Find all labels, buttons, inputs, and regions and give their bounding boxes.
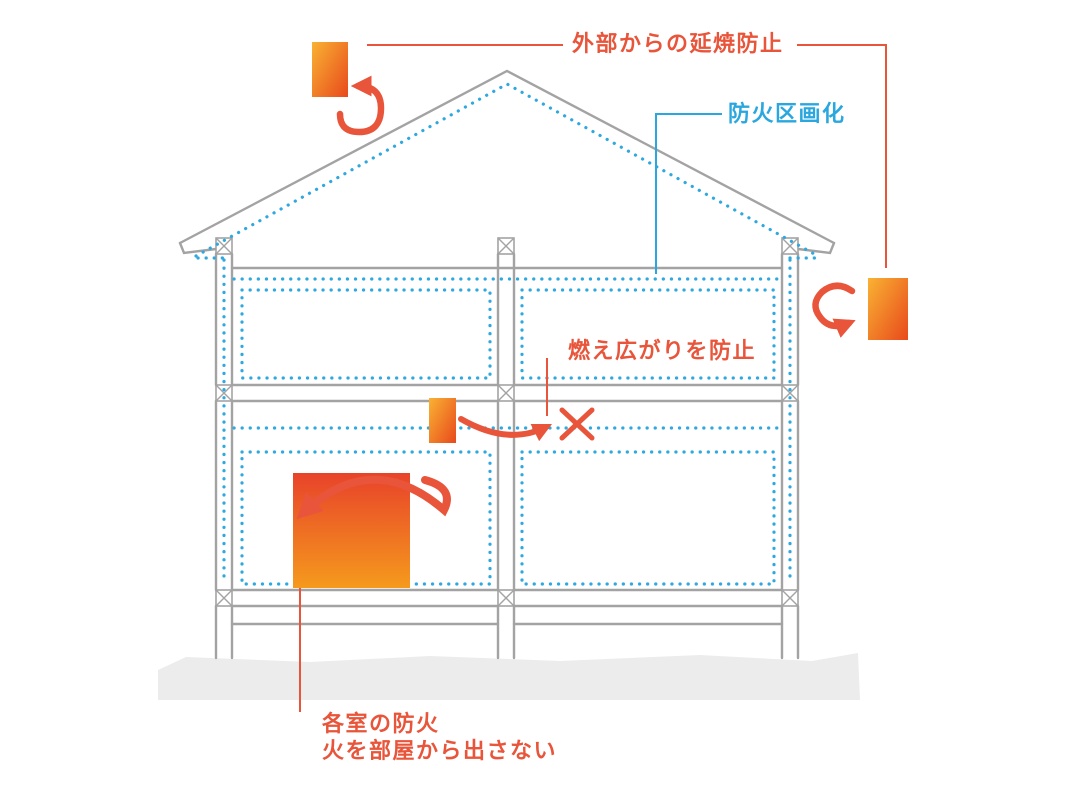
label-spread-prevention: 燃え広がりを防止	[568, 339, 757, 364]
leader-compartment	[655, 113, 722, 274]
swirl-arrow-room-icon	[296, 475, 451, 520]
fire-icon-room	[293, 473, 410, 588]
fire-compartment-dotted-lines	[194, 82, 820, 586]
ground	[158, 653, 860, 700]
swirl-arrow-roof-icon	[336, 75, 385, 136]
first-floor	[230, 588, 784, 608]
center-wall	[496, 252, 516, 592]
roof-outline	[178, 69, 836, 245]
swirl-arrow-wall-icon	[812, 282, 856, 338]
right-eave	[796, 241, 836, 255]
leader-lines	[299, 44, 887, 712]
label-room-fire-prevention: 各室の防火 火を部屋から出さない	[322, 711, 557, 765]
fire-icon-roof-exterior	[312, 42, 348, 97]
left-eave	[178, 241, 218, 255]
foundation-footings	[214, 604, 800, 660]
room-boundary-1f-right	[520, 450, 776, 586]
fire-arrows	[296, 75, 856, 520]
spread-arrow-icon	[458, 416, 553, 442]
fire-icons	[293, 42, 908, 588]
fire-icon-wall-exterior	[868, 278, 908, 340]
label-external-spread-prevention: 外部からの延焼防止	[572, 32, 784, 57]
right-wall	[780, 252, 800, 592]
fire-icon-interior-spread	[429, 398, 456, 443]
leader-external-right	[797, 44, 887, 268]
room-boundary-2f-left	[240, 288, 492, 380]
label-room-fire-line1: 各室の防火	[322, 712, 440, 737]
blocked-x-icon	[559, 407, 595, 441]
roof-compartment-line	[194, 82, 820, 258]
label-fire-compartmentalization: 防火区画化	[728, 102, 846, 127]
house-structure	[178, 69, 836, 660]
left-wall	[214, 252, 234, 592]
second-floor	[230, 383, 784, 403]
wall-compartment-lines	[222, 258, 792, 586]
label-room-fire-line2: 火を部屋から出さない	[322, 739, 558, 764]
